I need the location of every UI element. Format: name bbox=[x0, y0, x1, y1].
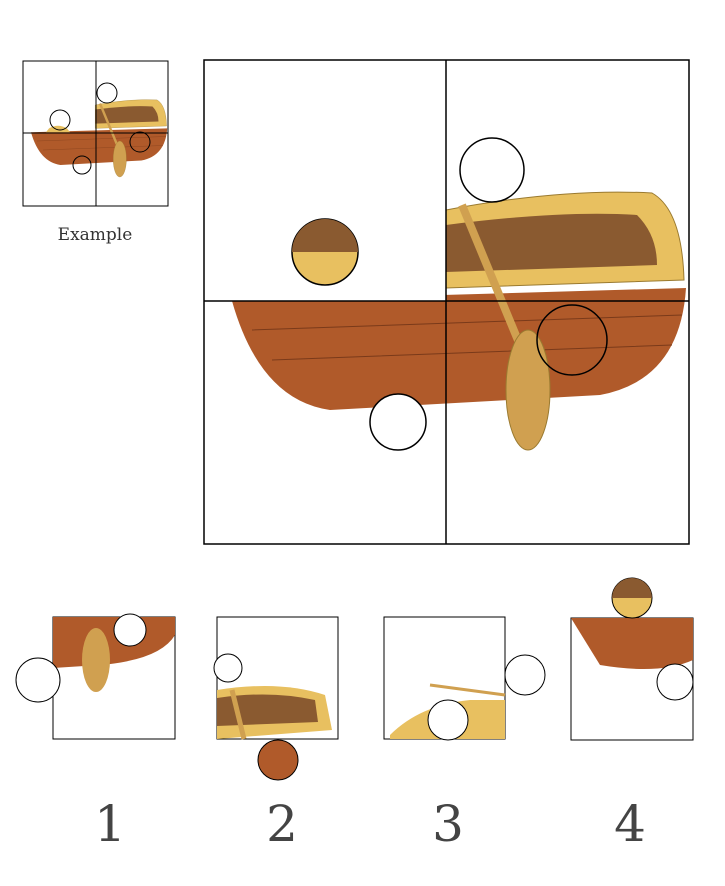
option-number-3: 3 bbox=[432, 795, 464, 853]
option-number-4: 4 bbox=[614, 795, 646, 853]
option-number-2: 2 bbox=[266, 795, 298, 853]
option-piece-3[interactable] bbox=[383, 616, 546, 741]
main-puzzle bbox=[203, 59, 689, 545]
option-piece-2[interactable] bbox=[213, 616, 339, 781]
option-piece-1[interactable] bbox=[15, 613, 176, 740]
option-piece-4[interactable] bbox=[570, 577, 694, 741]
option-number-1: 1 bbox=[94, 795, 126, 853]
example-label: Example bbox=[57, 225, 133, 245]
example-puzzle bbox=[22, 60, 169, 207]
